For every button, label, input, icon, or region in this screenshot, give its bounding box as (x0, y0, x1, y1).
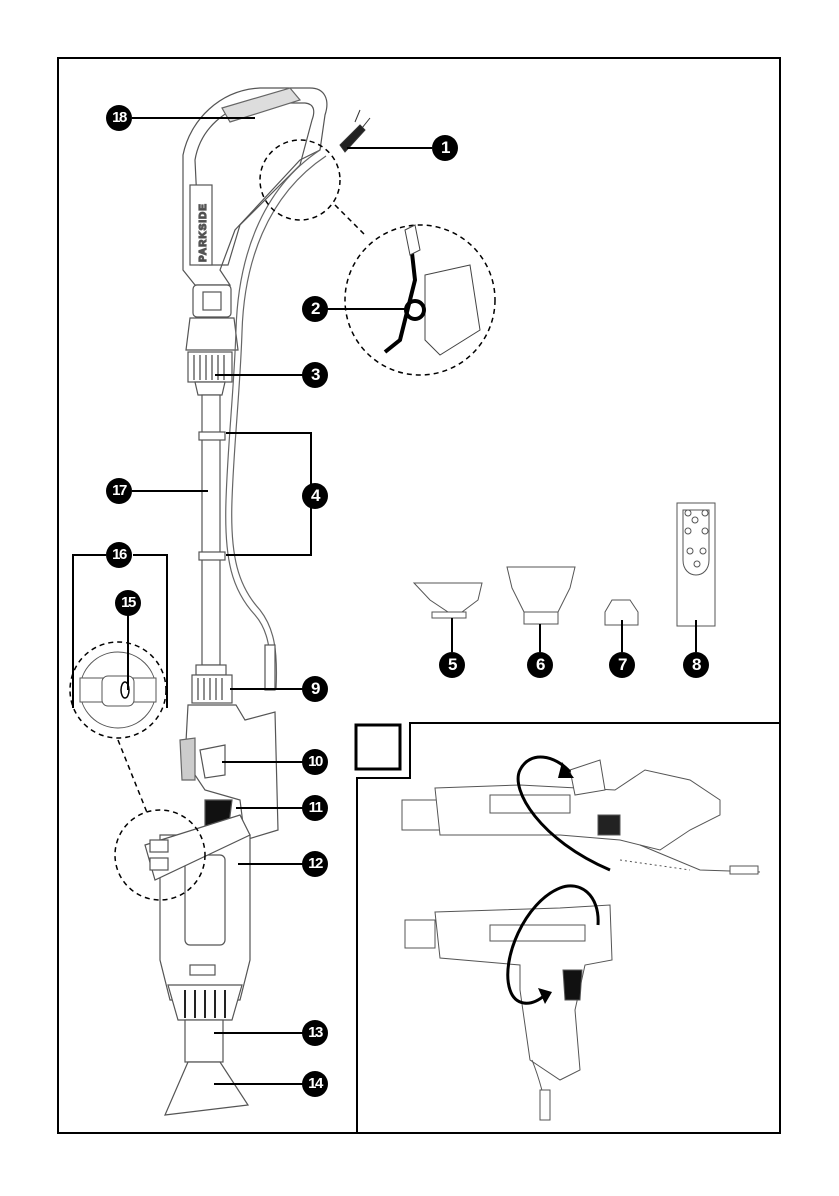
callout-14: 14 (302, 1071, 328, 1097)
inset-tool-pistol (405, 905, 612, 1120)
callout-7: 7 (609, 652, 635, 678)
detail-circles (70, 140, 495, 900)
accessory-holder-drawing (677, 503, 715, 626)
handle-brand-text: PARKSIDE (198, 203, 209, 262)
power-plug-drawing (340, 110, 370, 152)
callout-16: 16 (106, 542, 132, 568)
callout-8: 8 (683, 652, 709, 678)
callout-15: 15 (115, 590, 141, 616)
callout-17: 17 (106, 478, 132, 504)
callout-1: 1 (432, 135, 458, 161)
inset-marker-label (358, 727, 398, 767)
callout-2: 2 (302, 296, 328, 322)
accessories (414, 503, 715, 626)
plug-zoom-detail (385, 225, 480, 355)
callout-9: 9 (302, 676, 328, 702)
flat-nozzle-drawing (507, 567, 575, 624)
callout-10: 10 (302, 749, 328, 775)
callout-5: 5 (439, 652, 465, 678)
button-zoom-detail (80, 652, 156, 728)
callout-18: 18 (106, 105, 132, 131)
callout-12: 12 (302, 851, 328, 877)
callout-11: 11 (302, 795, 328, 821)
callout-13: 13 (302, 1020, 328, 1046)
surface-nozzle-drawing (414, 583, 482, 618)
extension-pole-tool: PARKSIDE (145, 88, 327, 1115)
callout-6: 6 (527, 652, 553, 678)
callout-3: 3 (302, 362, 328, 388)
callout-4: 4 (302, 483, 328, 509)
